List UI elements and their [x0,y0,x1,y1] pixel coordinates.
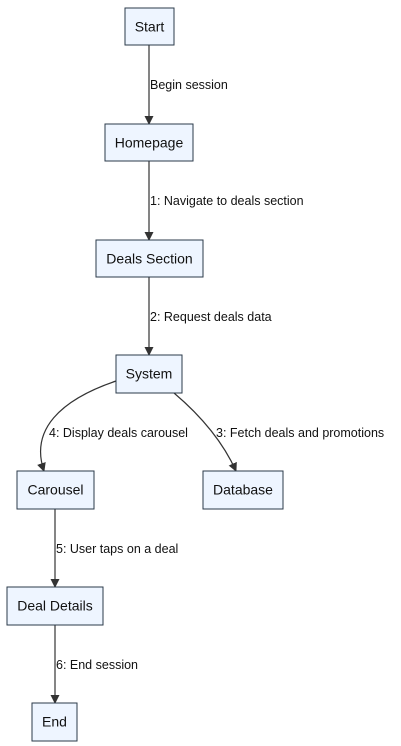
node-carousel-label: Carousel [27,482,83,498]
node-database-label: Database [213,482,273,498]
edges [37,45,237,704]
node-deals-section-label: Deals Section [106,251,192,267]
edge-label-navigate: 1: Navigate to deals section [150,194,304,208]
node-deal-details-label: Deal Details [17,598,92,614]
edge-label-display: 4: Display deals carousel [49,426,188,440]
node-carousel: Carousel [16,470,95,510]
node-start: Start [124,7,175,46]
node-deal-details: Deal Details [6,586,104,626]
edge-label-request: 2: Request deals data [150,310,272,324]
edge-system-carousel [37,380,117,472]
node-start-label: Start [135,19,165,35]
node-homepage-label: Homepage [115,135,184,151]
node-system: System [115,354,183,394]
node-database: Database [202,470,284,510]
node-system-label: System [126,366,173,382]
node-homepage: Homepage [104,123,194,162]
node-end-label: End [42,714,67,730]
node-deals-section: Deals Section [95,239,204,278]
edge-system-database [173,392,237,472]
edge-label-end-session: 6: End session [56,658,138,672]
node-end: End [31,702,78,742]
edge-label-begin-session: Begin session [150,78,228,92]
edge-label-taps: 5: User taps on a deal [56,542,178,556]
edge-labels: Begin session 1: Navigate to deals secti… [49,78,384,672]
edge-label-fetch: 3: Fetch deals and promotions [216,426,384,440]
